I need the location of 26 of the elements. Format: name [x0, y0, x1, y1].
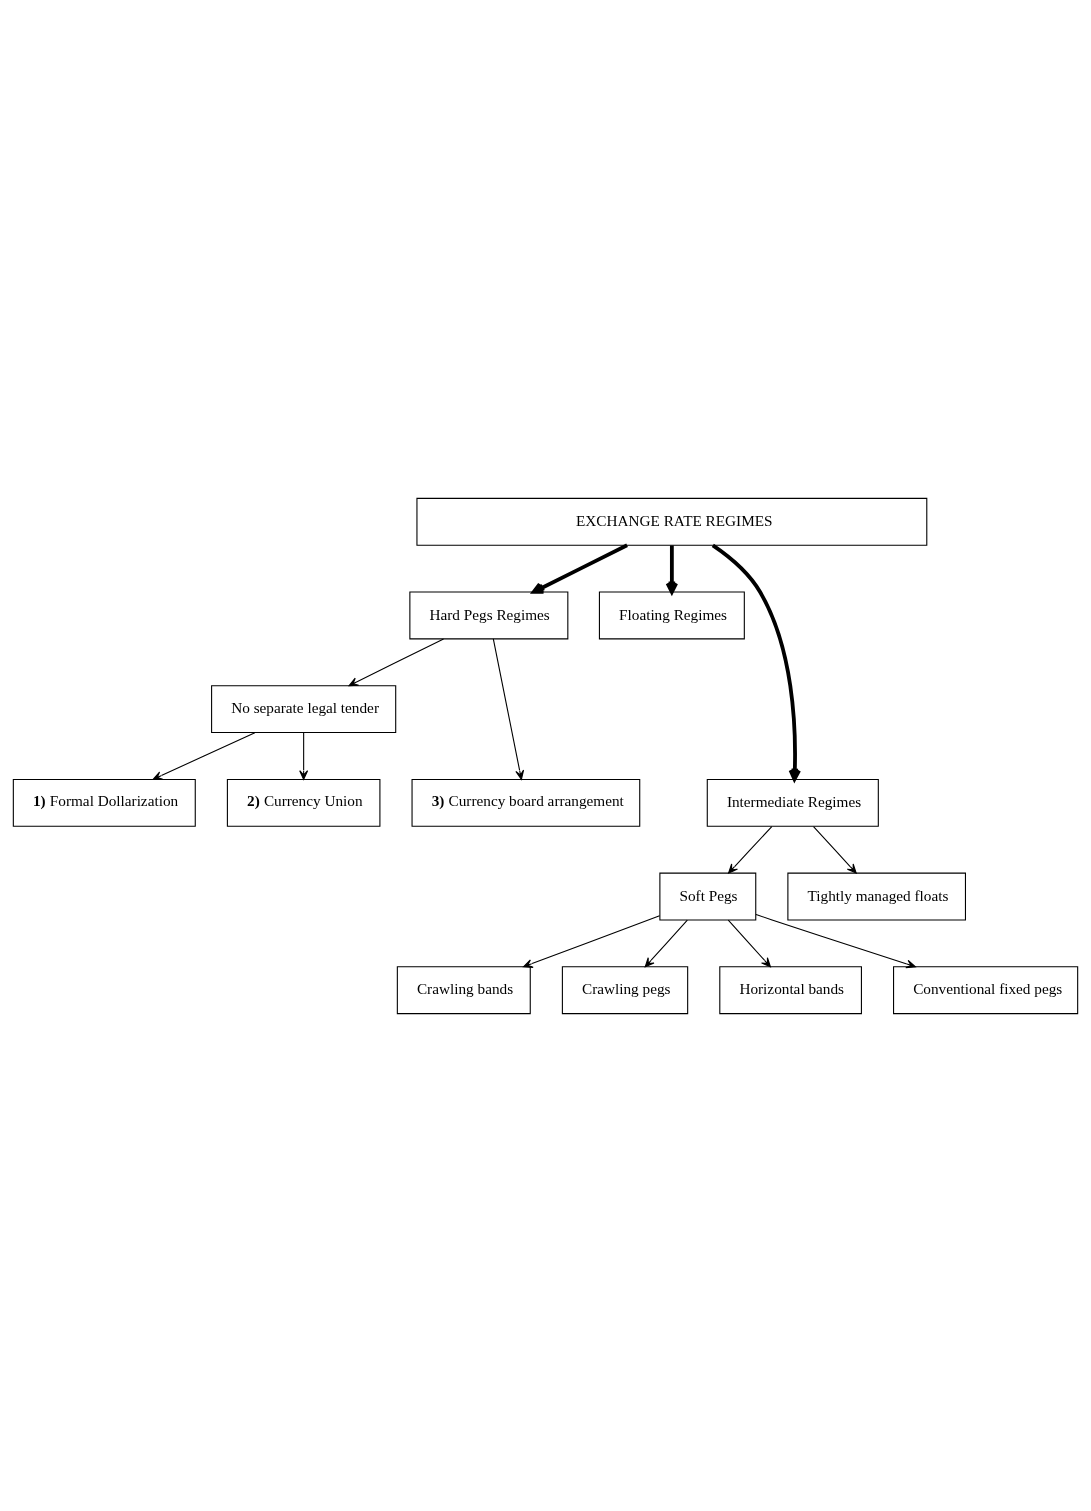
node-box: Crawling bands — [396, 965, 531, 1014]
node-box: Hard Pegs Regimes — [409, 591, 569, 639]
arrow — [812, 825, 857, 874]
arrow — [531, 543, 628, 594]
arrow — [299, 731, 309, 780]
node-box: No separate legal tender — [211, 684, 397, 733]
arrow — [728, 825, 773, 874]
node-box: Floating Regimes — [598, 591, 745, 639]
node-box: Conventional fixed pegs — [893, 965, 1079, 1014]
node-box: Tightly managed floats — [787, 872, 966, 920]
node-box: Soft Pegs — [659, 872, 757, 920]
arrow — [727, 919, 771, 967]
arrow — [665, 545, 679, 594]
node-box: 3) Currency board arrangement — [411, 778, 641, 827]
node-box: Crawling pegs — [561, 965, 689, 1014]
node-box: Intermediate Regimes — [706, 778, 879, 827]
node-box: 1) Formal Dollarization — [12, 778, 196, 827]
node-box: 2) Currency Union — [226, 778, 381, 827]
node-box: Horizontal bands — [719, 965, 862, 1014]
arrow — [492, 637, 525, 780]
arrow — [523, 914, 661, 968]
arrow — [348, 637, 445, 686]
node-box: EXCHANGE RATE REGIMES — [416, 497, 928, 546]
arrow — [152, 731, 256, 780]
arrow — [644, 919, 688, 967]
arrow — [755, 913, 916, 968]
